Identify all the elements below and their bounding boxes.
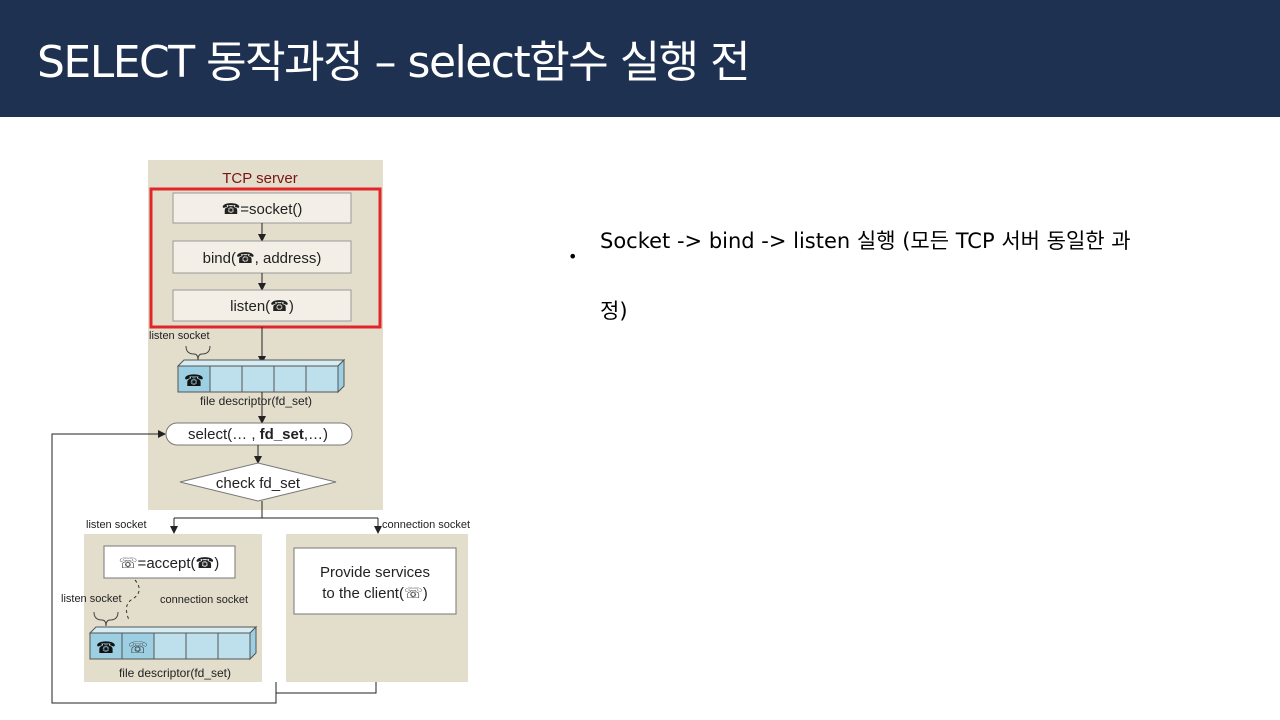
lower-connection-socket-label: connection socket [160, 594, 248, 606]
select-flow-diagram: TCP server ☎=socket() bind(☎, address) l… [51, 160, 470, 704]
socket-call: ☎=socket() [222, 201, 303, 218]
lower-fd-phone-icon: ☎ [96, 638, 116, 657]
bind-call: bind(☎, address) [203, 250, 322, 267]
loop-back-line-right [276, 682, 377, 694]
provide-box [293, 547, 457, 615]
socket-box [172, 192, 352, 224]
listen-socket-label: listen socket [149, 330, 210, 342]
lower-fd-caption: file descriptor(fd_set) [119, 666, 231, 680]
check-label: check fd_set [216, 475, 301, 492]
bullet-dot: • [568, 247, 578, 266]
tcp-server-title: TCP server [222, 170, 298, 187]
branch-connection-label: connection socket [382, 519, 470, 531]
loop-back-line [51, 430, 277, 704]
provide-line-2: to the client(☏) [322, 585, 427, 602]
branch-listen-label: listen socket [86, 519, 147, 531]
upper-fd-set [176, 358, 346, 394]
title-bar: SELECT 동작과정 – select함수 실행 전 [0, 0, 1280, 117]
slide-title: SELECT 동작과정 – select함수 실행 전 [37, 37, 751, 88]
lower-fd-client-phone-icon: ☏ [128, 638, 148, 657]
upper-fd-caption: file descriptor(fd_set) [200, 394, 312, 408]
check-diamond [179, 462, 337, 502]
bullet-text: Socket -> bind -> listen 실행 (모든 TCP 서버 동… [600, 229, 1131, 323]
upper-fd-phone-icon: ☎ [184, 371, 204, 390]
accept-call: ☏=accept(☎) [119, 555, 219, 572]
lower-fd-set [88, 625, 258, 661]
listen-call: listen(☎) [230, 298, 294, 315]
lower-listen-socket-label: listen socket [61, 593, 122, 605]
highlight-box [149, 187, 382, 329]
select-box [165, 422, 353, 446]
listen-box [172, 289, 352, 322]
provide-line-1: Provide services [320, 564, 430, 581]
accept-box [103, 545, 236, 579]
select-call: select(… , fd_set,…) [188, 426, 328, 443]
